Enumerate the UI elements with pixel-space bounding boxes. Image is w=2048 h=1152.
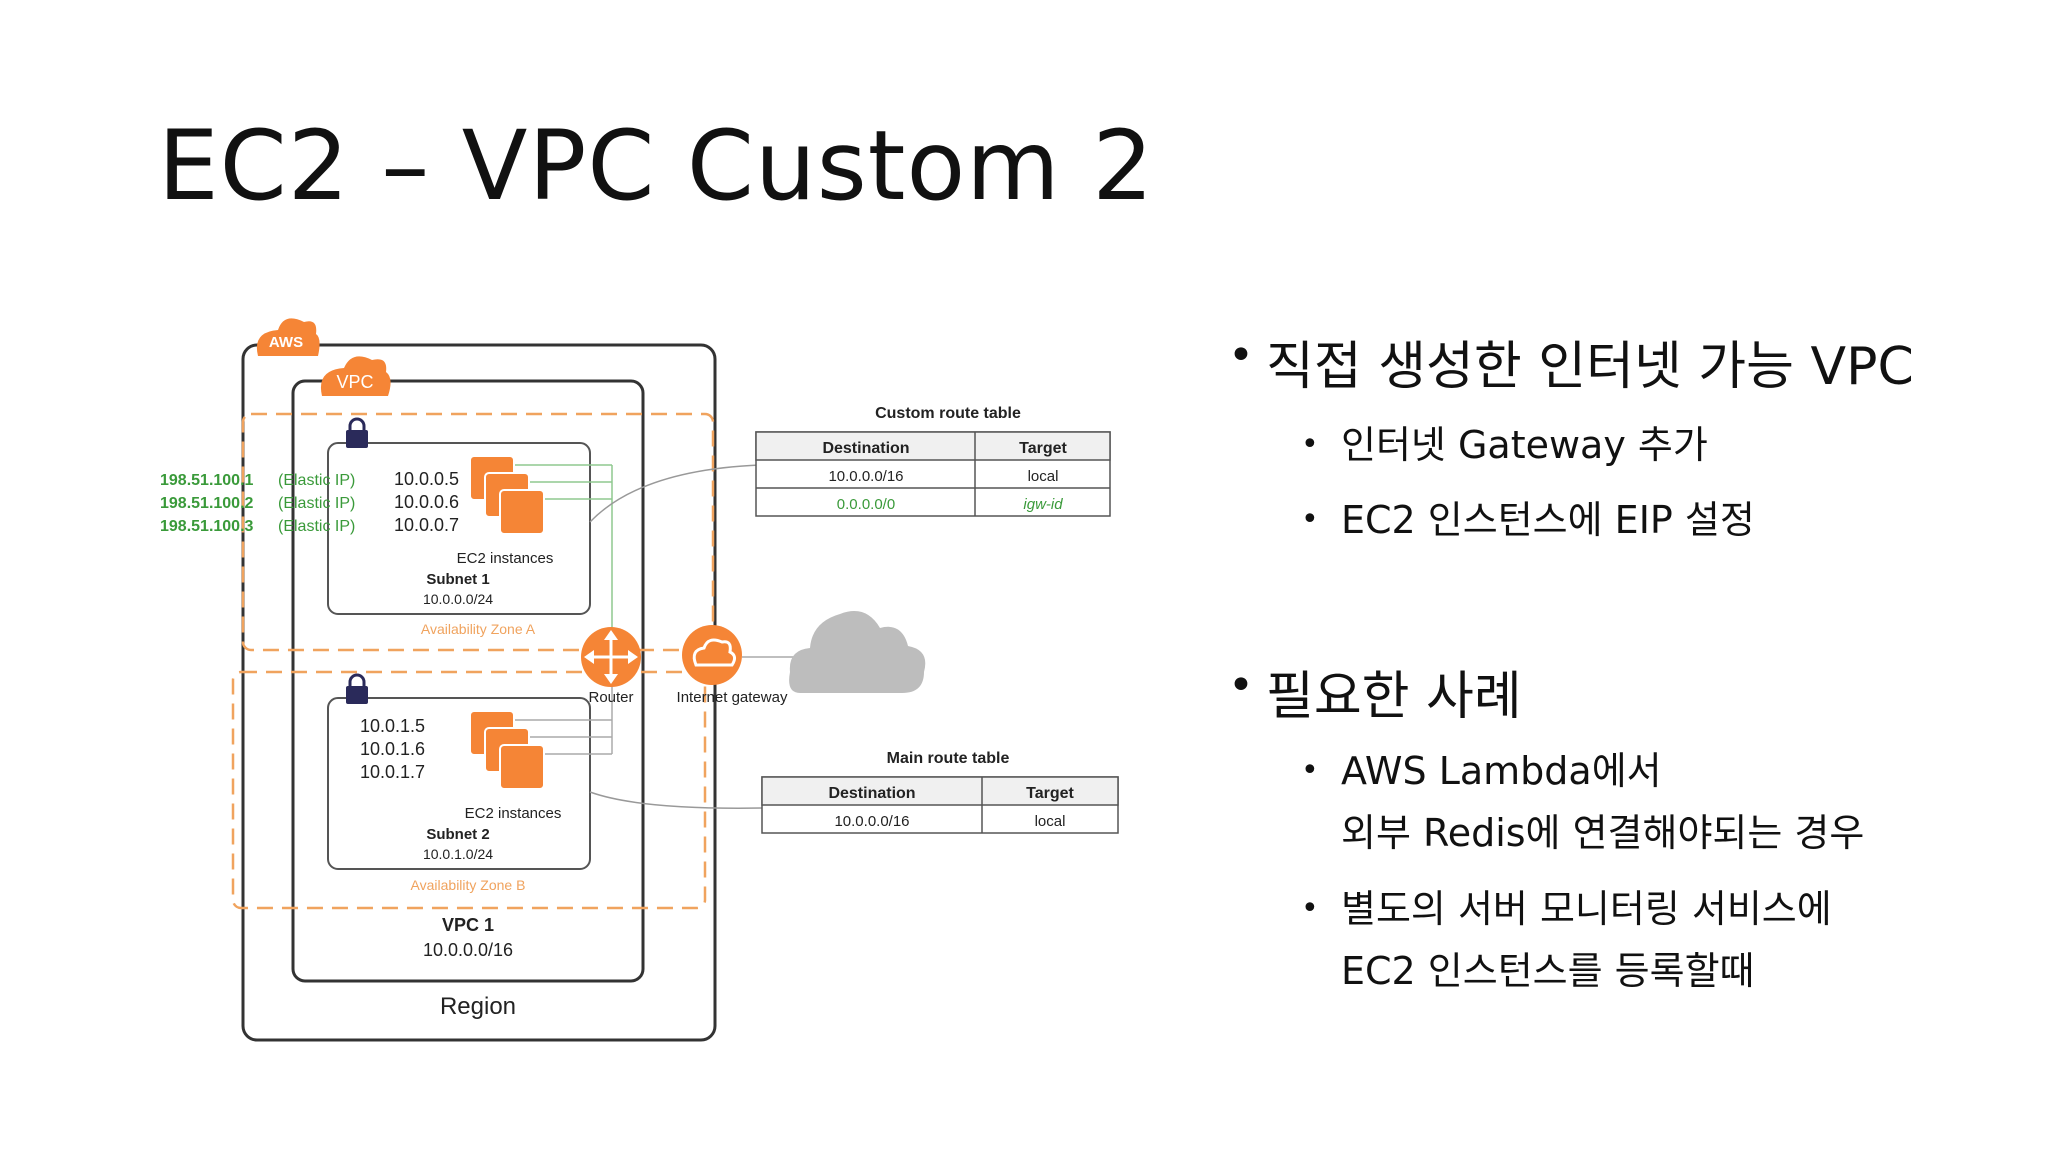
bullet-line: 인터넷 Gateway 추가 <box>1341 423 1708 467</box>
internet-gateway-label: Internet gateway <box>677 689 788 706</box>
bullet-level2: • AWS Lambda에서 외부 Redis에 연결해야되는 경우 <box>1301 740 1865 864</box>
table-cell: 0.0.0.0/0 <box>837 496 895 513</box>
bullet-line: 별도의 서버 모니터링 서비스에 <box>1341 887 1832 931</box>
aws-badge-icon <box>256 318 320 356</box>
bullet-line: EC2 인스턴스를 등록할때 <box>1341 949 1755 993</box>
vpc-cidr: 10.0.0.0/16 <box>423 940 513 960</box>
route-table-connector <box>589 464 761 523</box>
ec2-instances-icon <box>469 710 545 790</box>
elastic-ip-suffix: (Elastic IP) <box>278 518 355 535</box>
router-label: Router <box>588 689 633 706</box>
internet-cloud-icon <box>789 611 926 693</box>
elastic-ip-suffix: (Elastic IP) <box>278 472 355 489</box>
availability-zone-label: Availability Zone A <box>421 621 536 637</box>
bullet-line: EC2 인스턴스에 EIP 설정 <box>1341 498 1755 542</box>
private-ip: 10.0.0.5 <box>394 469 459 489</box>
subnet-cidr: 10.0.1.0/24 <box>423 846 493 862</box>
az-b-frame <box>231 670 707 910</box>
table-header: Target <box>1026 785 1074 802</box>
lock-icon <box>346 417 368 448</box>
ec2-instances-label: EC2 instances <box>457 550 554 567</box>
table-header: Target <box>1019 440 1067 457</box>
bullet-level2: • EC2 인스턴스에 EIP 설정 <box>1301 489 1755 551</box>
aws-badge-label: AWS <box>269 334 303 351</box>
subnet-name: Subnet 1 <box>426 571 489 588</box>
bullet-level1: 필요한 사례 <box>1228 654 1522 729</box>
bullet-dot-icon: • <box>1301 753 1319 788</box>
internet-gateway-icon <box>682 625 742 685</box>
bullet-level1: 직접 생성한 인터넷 가능 VPC <box>1228 324 1914 399</box>
region-label: Region <box>440 993 516 1020</box>
vpc-badge-icon <box>320 356 391 396</box>
bullet-dot-icon: • <box>1301 427 1319 462</box>
elastic-ip: 198.51.100.2 <box>160 495 254 512</box>
private-ip: 10.0.1.5 <box>360 716 425 736</box>
table-header: Destination <box>828 785 915 802</box>
bullet-dot-icon: • <box>1301 891 1319 926</box>
custom-route-table <box>755 431 1111 517</box>
bullet-dot-icon: • <box>1301 502 1319 537</box>
route-table-title: Custom route table <box>875 405 1021 422</box>
subnet-name: Subnet 2 <box>426 826 489 843</box>
elastic-ip: 198.51.100.3 <box>160 518 254 535</box>
subnet-cidr: 10.0.0.0/24 <box>423 591 493 607</box>
ec2-instances-label: EC2 instances <box>465 805 562 822</box>
elastic-ip-suffix: (Elastic IP) <box>278 495 355 512</box>
table-cell: 10.0.0.0/16 <box>834 813 909 830</box>
lock-icon <box>346 673 368 704</box>
elastic-ip: 198.51.100.1 <box>160 472 254 489</box>
slide-title: EC2 – VPC Custom 2 <box>158 110 1155 222</box>
private-ip: 10.0.0.7 <box>394 515 459 535</box>
table-cell: local <box>1035 813 1066 830</box>
table-header: Destination <box>822 440 909 457</box>
route-table-connector <box>589 791 763 809</box>
route-table-title: Main route table <box>887 750 1010 767</box>
private-ip: 10.0.0.6 <box>394 492 459 512</box>
region-frame <box>241 343 717 1042</box>
vpc-name: VPC 1 <box>442 915 494 935</box>
az-a-frame <box>241 412 715 652</box>
bullet-level2: • 인터넷 Gateway 추가 <box>1301 414 1708 476</box>
vpc-badge-label: VPC <box>336 372 373 392</box>
main-route-table <box>761 776 1119 834</box>
private-ip: 10.0.1.6 <box>360 739 425 759</box>
vpc-frame <box>291 379 645 983</box>
router-icon <box>581 627 641 687</box>
private-ip: 10.0.1.7 <box>360 762 425 782</box>
ec2-instances-icon <box>469 455 545 535</box>
table-cell: 10.0.0.0/16 <box>828 468 903 485</box>
bullet-line: 외부 Redis에 연결해야되는 경우 <box>1341 811 1865 855</box>
table-cell: igw-id <box>1023 496 1063 513</box>
bullet-level2: • 별도의 서버 모니터링 서비스에 EC2 인스턴스를 등록할때 <box>1301 878 1832 1002</box>
availability-zone-label: Availability Zone B <box>411 877 526 893</box>
bullet-line: AWS Lambda에서 <box>1341 749 1662 793</box>
table-cell: local <box>1028 468 1059 485</box>
